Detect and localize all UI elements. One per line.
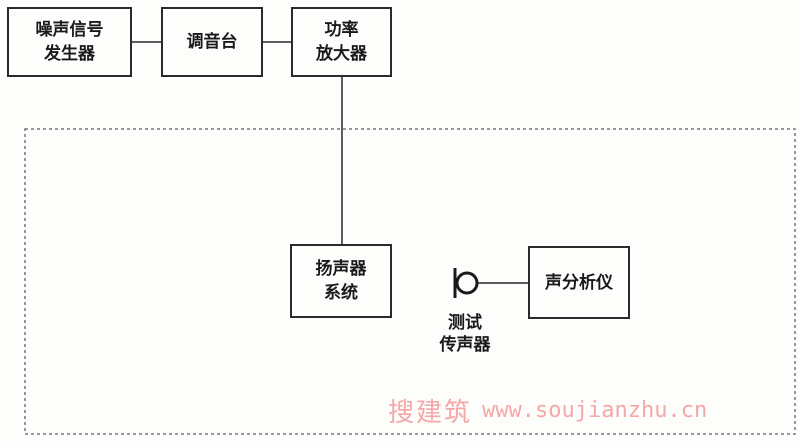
speaker-system-box: 扬声器 系统 xyxy=(290,244,392,318)
speaker-system-label-line2: 系统 xyxy=(324,283,358,303)
microphone-icon xyxy=(453,268,479,298)
power-amplifier-label-line1: 功率 xyxy=(324,20,359,40)
speaker-system-label-line1: 扬声器 xyxy=(315,259,367,279)
mixer-box: 调音台 xyxy=(161,7,263,77)
noise-generator-label-line1: 噪声信号 xyxy=(35,20,104,40)
sound-analyzer-box: 声分析仪 xyxy=(528,246,630,319)
microphone-label: 测试 传声器 xyxy=(420,312,510,356)
microphone-label-line2: 传声器 xyxy=(439,335,491,355)
mixer-label: 调音台 xyxy=(186,32,238,52)
test-room-boundary xyxy=(24,128,796,435)
sound-analyzer-label: 声分析仪 xyxy=(545,272,613,293)
power-amplifier-label-line2: 放大器 xyxy=(316,44,367,64)
watermark-text: 搜建筑 xyxy=(388,397,473,428)
watermark-url: www.soujianzhu.cn xyxy=(482,397,708,423)
noise-generator-label-line2: 发生器 xyxy=(44,44,95,64)
microphone-label-line1: 测试 xyxy=(448,313,482,333)
watermark: 搜建筑 www.soujianzhu.cn xyxy=(388,392,707,428)
noise-generator-box: 噪声信号 发生器 xyxy=(7,7,132,77)
power-amplifier-box: 功率 放大器 xyxy=(291,7,392,77)
